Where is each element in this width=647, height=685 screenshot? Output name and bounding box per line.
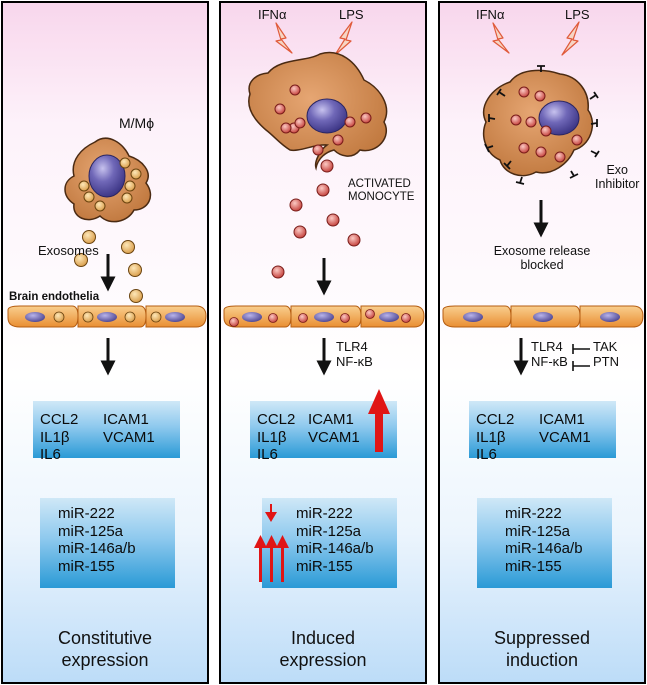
activated-monocyte [248, 51, 388, 171]
stimulus-ifn-label: IFNα [476, 7, 505, 22]
mirna-change-arrows [254, 504, 289, 582]
endothelial-cells-3 [442, 305, 644, 328]
exosomes-label: Exosomes [38, 243, 99, 258]
exo-inhibitor-symbols [484, 65, 600, 185]
stimulus-lps-label: LPS [565, 7, 590, 22]
exosomes-activated [271, 84, 372, 279]
inhibition-bars [572, 344, 590, 371]
cytokine-box-1 [33, 401, 180, 458]
endothelial-cells-2 [223, 305, 425, 328]
endothelia-label: Brain endothelia [9, 291, 100, 303]
exosomes-trapped [510, 86, 583, 163]
lightning-bolts-3 [492, 21, 580, 56]
mirna-box-1 [40, 498, 175, 588]
cytokine-box-3 [469, 401, 616, 458]
stimulus-ifn-label: IFNα [258, 7, 287, 22]
endothelial-cells [7, 305, 207, 328]
monocyte-label: M/Mϕ [119, 115, 155, 131]
mirna-box-3 [477, 498, 612, 588]
up-arrow-cytokines [368, 389, 390, 452]
exosomes-resting [74, 157, 143, 303]
stimulus-lps-label: LPS [339, 7, 364, 22]
